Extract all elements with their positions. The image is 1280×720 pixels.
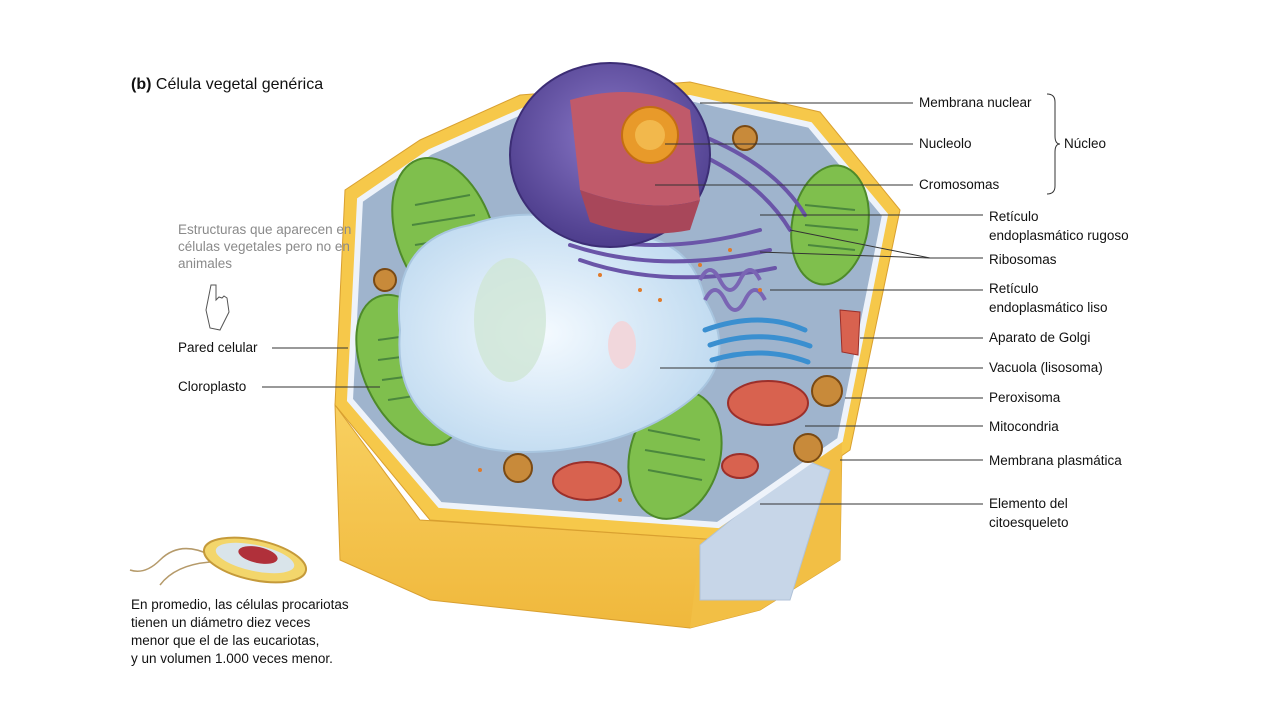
label-rough-er-line1: Retículo: [989, 209, 1039, 224]
caption-line1: En promedio, las células procariotas: [131, 597, 349, 612]
label-cytoskeleton-line1: Elemento del: [989, 496, 1068, 511]
label-ribosomes: Ribosomas: [989, 252, 1057, 267]
label-nucleolus: Nucleolo: [919, 136, 972, 151]
label-peroxisome: Peroxisoma: [989, 390, 1061, 405]
golgi-apparatus: [702, 317, 813, 365]
caption-line2: tienen un diámetro diez veces: [131, 615, 311, 630]
label-cytoskeleton-line2: citoesqueleto: [989, 515, 1069, 530]
peroxisomes: [373, 125, 843, 483]
label-plasma-membrane: Membrana plasmática: [989, 453, 1122, 468]
label-nucleus-group: Núcleo: [1064, 136, 1107, 151]
label-chromosomes: Cromosomas: [919, 177, 1000, 192]
vacuole-inclusion-pink: [608, 321, 636, 369]
label-chloroplast: Cloroplasto: [178, 379, 247, 394]
vacuole-inclusion: [474, 258, 546, 382]
label-smooth-er-line1: Retículo: [989, 281, 1039, 296]
hand-pointer-icon: [205, 284, 230, 331]
caption-line4: y un volumen 1.000 veces menor.: [131, 651, 333, 666]
leader-lines: [262, 93, 1061, 505]
label-rough-er-line2: endoplasmático rugoso: [989, 228, 1129, 243]
ribosomes: [478, 248, 762, 502]
label-vacuole: Vacuola (lisosoma): [989, 360, 1103, 375]
figure-letter: (b): [131, 76, 152, 93]
mitochondria: [552, 309, 861, 501]
nucleus: [509, 62, 711, 248]
prokaryote-illustration: [129, 536, 308, 586]
caption-line3: menor que el de las eucariotas,: [131, 633, 320, 648]
label-golgi: Aparato de Golgi: [989, 330, 1091, 345]
figure-title-text: Célula vegetal genérica: [155, 76, 324, 93]
label-nuclear-membrane: Membrana nuclear: [919, 95, 1032, 110]
label-cell-wall: Pared celular: [178, 340, 258, 355]
plant-only-note: Estructuras que aparecen en células vege…: [178, 222, 352, 271]
label-mitochondrion: Mitocondria: [989, 419, 1059, 434]
smooth-er: [698, 268, 767, 312]
figure-title: (b) Célula vegetal genérica: [131, 76, 323, 94]
label-smooth-er-line2: endoplasmático liso: [989, 300, 1108, 315]
